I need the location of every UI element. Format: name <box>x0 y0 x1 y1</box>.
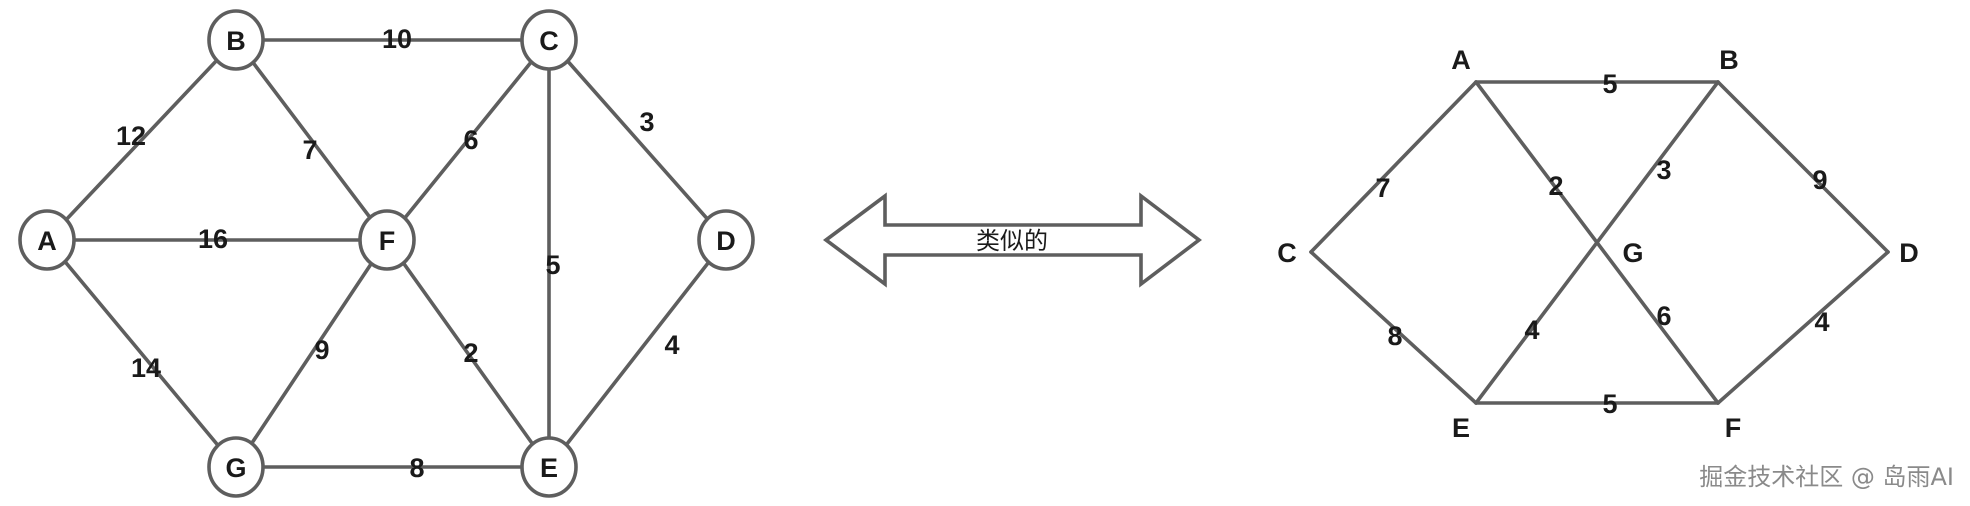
left-weight-D-E: 4 <box>664 330 679 360</box>
left-weight-F-E: 2 <box>463 338 478 368</box>
left-edge-A-G <box>45 238 238 469</box>
right-weight-B-D: 9 <box>1812 165 1827 195</box>
left-node-circle-G <box>207 436 265 498</box>
right-weight-B-E: 3 <box>1656 155 1671 185</box>
left-node-label-D: D <box>716 226 736 256</box>
left-node-circle-D <box>697 209 755 271</box>
right-graph-nodes: A B C D E F G <box>1277 45 1919 443</box>
left-node-B: B <box>207 9 265 71</box>
left-edge-B-F <box>234 38 389 242</box>
double-arrow-shape <box>822 192 1202 288</box>
right-node-label-E: E <box>1452 413 1470 443</box>
left-node-circle-E <box>520 436 578 498</box>
right-weight-B-E-second: 4 <box>1524 315 1539 345</box>
right-edge-B-E <box>1474 80 1720 405</box>
left-node-label-G: G <box>225 453 246 483</box>
left-edge-D-E <box>547 238 728 469</box>
left-edge-A-B <box>45 38 238 242</box>
right-node-label-C: C <box>1277 238 1297 268</box>
left-weight-C-D: 3 <box>639 107 654 137</box>
right-node-label-G: G <box>1622 238 1643 268</box>
left-node-G: G <box>207 436 265 498</box>
left-weight-G-E: 8 <box>409 453 424 483</box>
relation-label: 类似的 <box>976 227 1048 255</box>
right-node-label-D: D <box>1899 238 1919 268</box>
left-node-circle-B <box>207 9 265 71</box>
right-weight-D-F: 4 <box>1814 307 1829 337</box>
left-node-circle-C <box>520 9 578 71</box>
left-edge-F-G <box>234 238 389 469</box>
right-edge-D-F <box>1716 250 1890 405</box>
left-graph-nodes: A B C D E F G <box>18 9 755 498</box>
left-weight-B-F: 7 <box>302 135 317 165</box>
left-graph-weights: 10 12 7 6 3 16 5 14 9 2 4 8 <box>116 24 680 483</box>
left-node-label-A: A <box>37 226 57 256</box>
right-node-label-F: F <box>1725 413 1742 443</box>
left-node-E: E <box>520 436 578 498</box>
right-weight-A-F-second: 6 <box>1656 301 1671 331</box>
right-weight-A-F: 2 <box>1548 171 1563 201</box>
right-weight-C-E: 8 <box>1387 321 1402 351</box>
left-weight-C-E: 5 <box>545 250 560 280</box>
left-node-F: F <box>358 209 416 271</box>
left-edge-C-F <box>385 38 551 242</box>
left-weight-F-G: 9 <box>314 335 329 365</box>
left-node-label-B: B <box>226 26 246 56</box>
right-edge-B-D <box>1716 80 1890 254</box>
left-weight-B-C: 10 <box>382 24 412 54</box>
double-arrow: 类似的 <box>822 192 1202 288</box>
right-weight-A-B: 5 <box>1602 69 1617 99</box>
right-graph-weights: 5 7 2 6 3 4 9 8 5 4 <box>1375 69 1829 419</box>
left-node-A: A <box>18 209 76 271</box>
right-weight-A-C: 7 <box>1375 173 1390 203</box>
right-node-label-B: B <box>1719 45 1739 75</box>
left-node-C: C <box>520 9 578 71</box>
right-node-label-A: A <box>1451 45 1471 75</box>
left-node-label-F: F <box>379 226 396 256</box>
left-node-circle-F <box>358 209 416 271</box>
left-weight-C-F: 6 <box>463 125 478 155</box>
left-edge-C-D <box>547 38 728 242</box>
left-node-circle-A <box>18 209 76 271</box>
left-weight-A-F: 16 <box>198 224 228 254</box>
left-node-D: D <box>697 209 755 271</box>
left-node-label-C: C <box>539 26 559 56</box>
left-weight-A-G: 14 <box>131 353 161 383</box>
right-edge-A-C <box>1309 80 1478 254</box>
left-graph-edges <box>45 38 728 469</box>
left-node-label-E: E <box>540 453 558 483</box>
right-graph-edges <box>1309 80 1890 405</box>
left-weight-A-B: 12 <box>116 121 146 151</box>
watermark: 掘金技术社区 @ 岛雨AI <box>1699 463 1954 491</box>
right-weight-E-F: 5 <box>1602 389 1617 419</box>
right-edge-C-E <box>1309 250 1478 405</box>
left-edge-F-E <box>385 238 551 469</box>
